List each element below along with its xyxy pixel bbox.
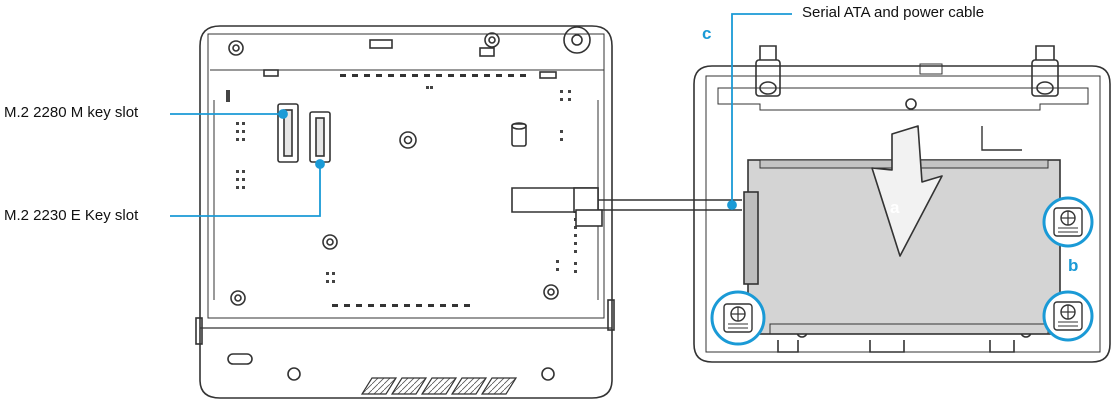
step-letter-a: a [890,198,900,217]
drive-screws [710,196,1094,346]
board-components [226,86,577,283]
bottom-vent-slats [360,377,518,395]
sata-cable-label: Serial ATA and power cable [802,4,985,21]
step-letter-c: c [702,24,712,43]
step-letter-b: b [1068,256,1079,275]
m2-m-key-slot-label: M.2 2280 M key slot [4,104,139,121]
m2-e-key-slot-label: M.2 2230 E Key slot [4,207,139,224]
insert-direction-arrow [871,125,943,257]
mini-pc-chassis [195,25,615,399]
callout-lines [170,13,792,217]
chassis-vents [332,74,526,307]
sata-power-cable [511,187,742,227]
